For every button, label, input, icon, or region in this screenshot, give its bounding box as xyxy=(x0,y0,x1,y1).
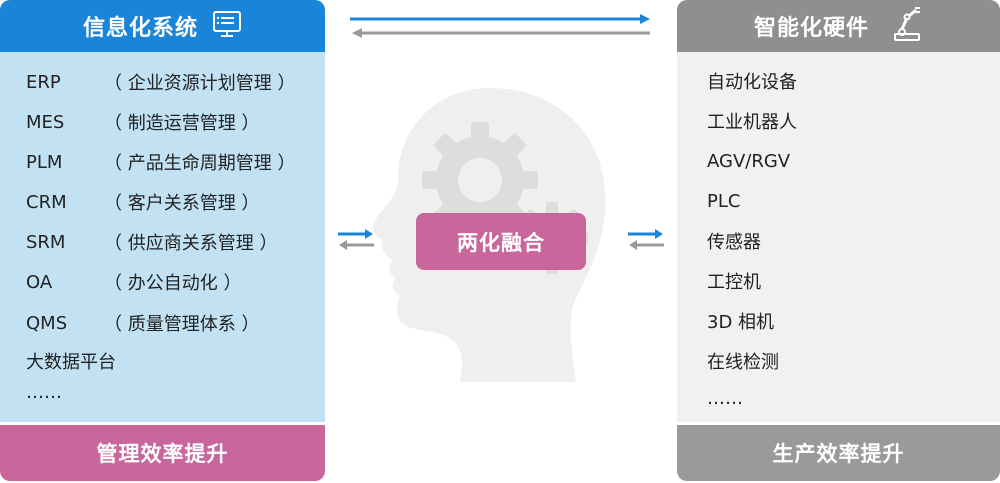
integration-label: 两化融合 xyxy=(416,213,586,270)
system-abbr: OA xyxy=(26,271,53,293)
system-desc: （ 制造运营管理 ） xyxy=(104,113,260,134)
system-desc: （ 供应商关系管理 ） xyxy=(104,233,278,254)
system-abbr: CRM xyxy=(26,191,67,213)
system-desc: （ 产品生命周期管理 ） xyxy=(104,153,296,174)
hardware-item: 自动化设备 xyxy=(707,72,797,93)
system-desc: （ 客户关系管理 ） xyxy=(104,193,260,214)
system-row-erp: ERP （ 企业资源计划管理 ） xyxy=(26,69,295,95)
hardware-item: 工业机器人 xyxy=(707,112,797,133)
right-panel-title: 智能化硬件 xyxy=(753,16,869,41)
left-panel-title: 信息化系统 xyxy=(82,16,198,41)
hardware-item: 在线检测 xyxy=(707,352,779,373)
system-abbr: ERP xyxy=(26,71,61,93)
system-desc: （ 企业资源计划管理 ） xyxy=(104,73,296,94)
right-panel-body xyxy=(677,52,1000,422)
hardware-item: AGV/RGV xyxy=(707,150,791,172)
left-panel-footer: 管理效率提升 xyxy=(0,425,325,481)
system-row-qms: QMS （ 质量管理体系 ） xyxy=(26,310,259,336)
extra-item-bigdata: 大数据平台 xyxy=(26,352,116,373)
hardware-item: PLC xyxy=(707,190,741,212)
system-row-oa: OA （ 办公自动化 ） xyxy=(26,269,241,295)
system-abbr: SRM xyxy=(26,231,66,253)
system-row-srm: SRM （ 供应商关系管理 ） xyxy=(26,229,277,255)
hardware-item: …… xyxy=(707,387,743,409)
system-row-plm: PLM （ 产品生命周期管理 ） xyxy=(26,149,295,175)
right-exchange-arrows xyxy=(628,229,664,250)
system-abbr: PLM xyxy=(26,151,63,173)
system-abbr: MES xyxy=(26,111,65,133)
system-desc: （ 质量管理体系 ） xyxy=(104,314,260,335)
hardware-item: 3D 相机 xyxy=(707,312,775,333)
right-panel-footer: 生产效率提升 xyxy=(677,425,1000,481)
system-row-mes: MES （ 制造运营管理 ） xyxy=(26,109,259,135)
monitor-list-icon xyxy=(212,10,242,42)
left-panel-body xyxy=(0,52,325,422)
right-panel-header: 智能化硬件 xyxy=(677,0,1000,52)
left-panel-header: 信息化系统 xyxy=(0,0,325,52)
robot-arm-icon xyxy=(891,6,923,46)
system-row-crm: CRM （ 客户关系管理 ） xyxy=(26,189,259,215)
hardware-item: 传感器 xyxy=(707,232,761,253)
left-exchange-arrows xyxy=(338,229,374,250)
hardware-item: 工控机 xyxy=(707,272,761,293)
system-desc: （ 办公自动化 ） xyxy=(104,273,242,294)
extra-item-ellipsis: …… xyxy=(26,381,62,403)
top-exchange-arrows xyxy=(350,14,650,38)
system-abbr: QMS xyxy=(26,312,68,334)
